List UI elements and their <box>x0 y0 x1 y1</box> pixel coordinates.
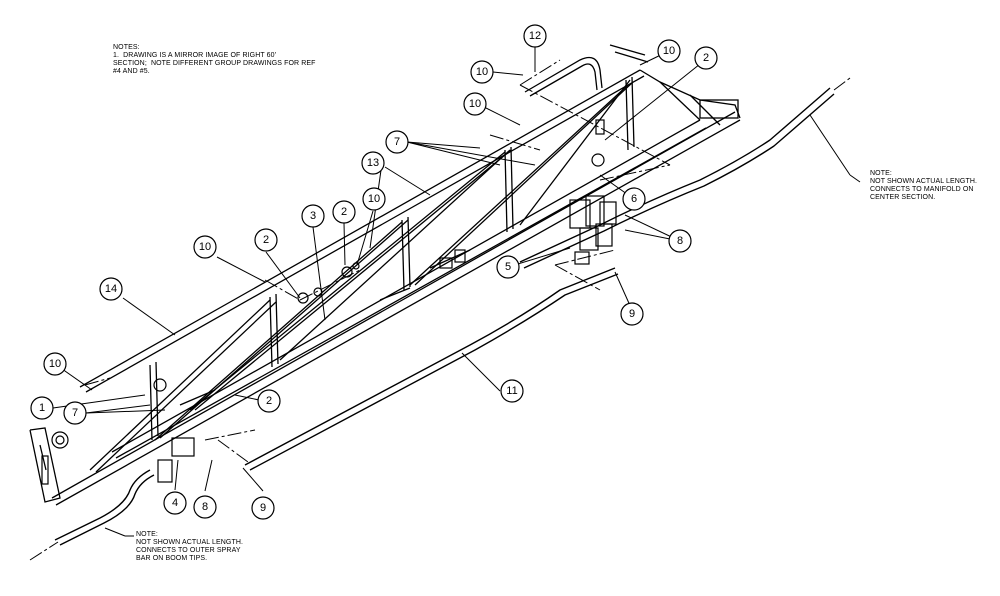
callout-label: 14 <box>105 283 117 295</box>
callout-circle <box>622 187 646 211</box>
callout-label: 9 <box>260 502 266 514</box>
callout-label: 3 <box>310 210 316 222</box>
callout-label: 8 <box>202 501 208 513</box>
callout-circle <box>668 229 692 253</box>
callout-circle <box>523 24 547 48</box>
manifold-note-line2: CONNECTS TO MANIFOLD ON <box>870 186 974 193</box>
general-notes-line1: 1. DRAWING IS A MIRROR IMAGE OF RIGHT 60… <box>113 52 277 59</box>
leader-lines <box>52 44 861 537</box>
callout-c8b[interactable]: 8 <box>193 495 217 519</box>
callout-c10d[interactable]: 10 <box>362 187 386 211</box>
callout-c2a[interactable]: 2 <box>694 46 718 70</box>
callout-circle <box>63 401 87 425</box>
callout-c2c[interactable]: 2 <box>254 228 278 252</box>
callout-c13[interactable]: 13 <box>361 151 385 175</box>
callout-circle <box>193 495 217 519</box>
spray-bar-note-line2: CONNECTS TO OUTER SPRAY <box>136 547 241 554</box>
callout-label: 11 <box>506 385 517 397</box>
callout-circle <box>99 277 123 301</box>
callout-circle <box>385 130 409 154</box>
callout-circle <box>43 352 67 376</box>
callout-label: 10 <box>368 193 380 205</box>
callout-c10c[interactable]: 10 <box>463 92 487 116</box>
callout-label: 7 <box>72 407 78 419</box>
callout-label: 7 <box>394 136 400 148</box>
callout-circle <box>470 60 494 84</box>
boom-hardware <box>41 119 617 485</box>
centerlines <box>29 59 851 561</box>
callout-circle <box>163 491 187 515</box>
callout-label: 4 <box>172 497 178 509</box>
hoses <box>54 87 835 546</box>
callout-c6[interactable]: 6 <box>622 187 646 211</box>
callout-label: 12 <box>529 30 541 42</box>
callout-circle <box>257 389 281 413</box>
general-notes-line3: #4 AND #5. <box>113 68 150 75</box>
callout-c5[interactable]: 5 <box>496 255 520 279</box>
callout-circle <box>361 151 385 175</box>
boom-truss <box>29 44 741 506</box>
callout-c7b[interactable]: 7 <box>63 401 87 425</box>
callout-circle <box>30 396 54 420</box>
callout-label: 10 <box>469 98 481 110</box>
callout-c4[interactable]: 4 <box>163 491 187 515</box>
callout-c12[interactable]: 12 <box>523 24 547 48</box>
callout-label: 5 <box>505 261 511 273</box>
callout-label: 10 <box>663 45 675 57</box>
spray-bar-note-line3: BAR ON BOOM TIPS. <box>136 555 208 562</box>
callout-c10a[interactable]: 10 <box>470 60 494 84</box>
spray-bar-note-line1: NOT SHOWN ACTUAL LENGTH. <box>136 539 244 546</box>
general-notes: NOTES:1. DRAWING IS A MIRROR IMAGE OF RI… <box>113 44 316 76</box>
callout-circle <box>694 46 718 70</box>
callout-c9a[interactable]: 9 <box>620 302 644 326</box>
callout-label: 6 <box>631 193 637 205</box>
callout-label: 2 <box>341 206 347 218</box>
callout-label: 2 <box>263 234 269 246</box>
callout-c11[interactable]: 11 <box>500 379 524 403</box>
general-notes-title: NOTES: <box>113 44 140 51</box>
callout-c2b[interactable]: 2 <box>332 200 356 224</box>
callout-c7a[interactable]: 7 <box>385 130 409 154</box>
callout-label: 9 <box>629 308 635 320</box>
manifold-note-line1: NOT SHOWN ACTUAL LENGTH. <box>870 178 978 185</box>
callout-circle <box>254 228 278 252</box>
general-notes-line2: SECTION; NOTE DIFFERENT GROUP DRAWINGS F… <box>113 60 316 67</box>
callout-c8a[interactable]: 8 <box>668 229 692 253</box>
callout-label: 8 <box>677 235 683 247</box>
callout-label: 1 <box>39 402 45 414</box>
callout-label: 2 <box>703 52 709 64</box>
callout-circle <box>657 39 681 63</box>
callout-circle <box>301 204 325 228</box>
spray-bar-note-title: NOTE: <box>136 531 158 538</box>
callout-circle <box>620 302 644 326</box>
callout-circle <box>251 496 275 520</box>
callout-c14[interactable]: 14 <box>99 277 123 301</box>
callout-label: 10 <box>49 358 61 370</box>
callout-circle <box>496 255 520 279</box>
callout-c1[interactable]: 1 <box>30 396 54 420</box>
callout-c10e[interactable]: 10 <box>193 235 217 259</box>
callout-label: 10 <box>199 241 211 253</box>
callout-circle <box>463 92 487 116</box>
callout-c2d[interactable]: 2 <box>257 389 281 413</box>
callout-circle <box>193 235 217 259</box>
callout-c9b[interactable]: 9 <box>251 496 275 520</box>
manifold-note-title: NOTE: <box>870 170 892 177</box>
callout-circle <box>332 200 356 224</box>
spray-bar-hose-note: NOTE:NOT SHOWN ACTUAL LENGTH.CONNECTS TO… <box>136 531 243 563</box>
callout-c3[interactable]: 3 <box>301 204 325 228</box>
callout-circle <box>362 187 386 211</box>
callout-c10f[interactable]: 10 <box>43 352 67 376</box>
callout-label: 2 <box>266 395 272 407</box>
callout-c10b[interactable]: 10 <box>657 39 681 63</box>
callout-circle <box>500 379 524 403</box>
manifold-hose-note: NOTE:NOT SHOWN ACTUAL LENGTH.CONNECTS TO… <box>870 170 977 202</box>
callout-label: 10 <box>476 66 488 78</box>
callout-label: 13 <box>367 157 379 169</box>
manifold-note-line3: CENTER SECTION. <box>870 194 936 201</box>
